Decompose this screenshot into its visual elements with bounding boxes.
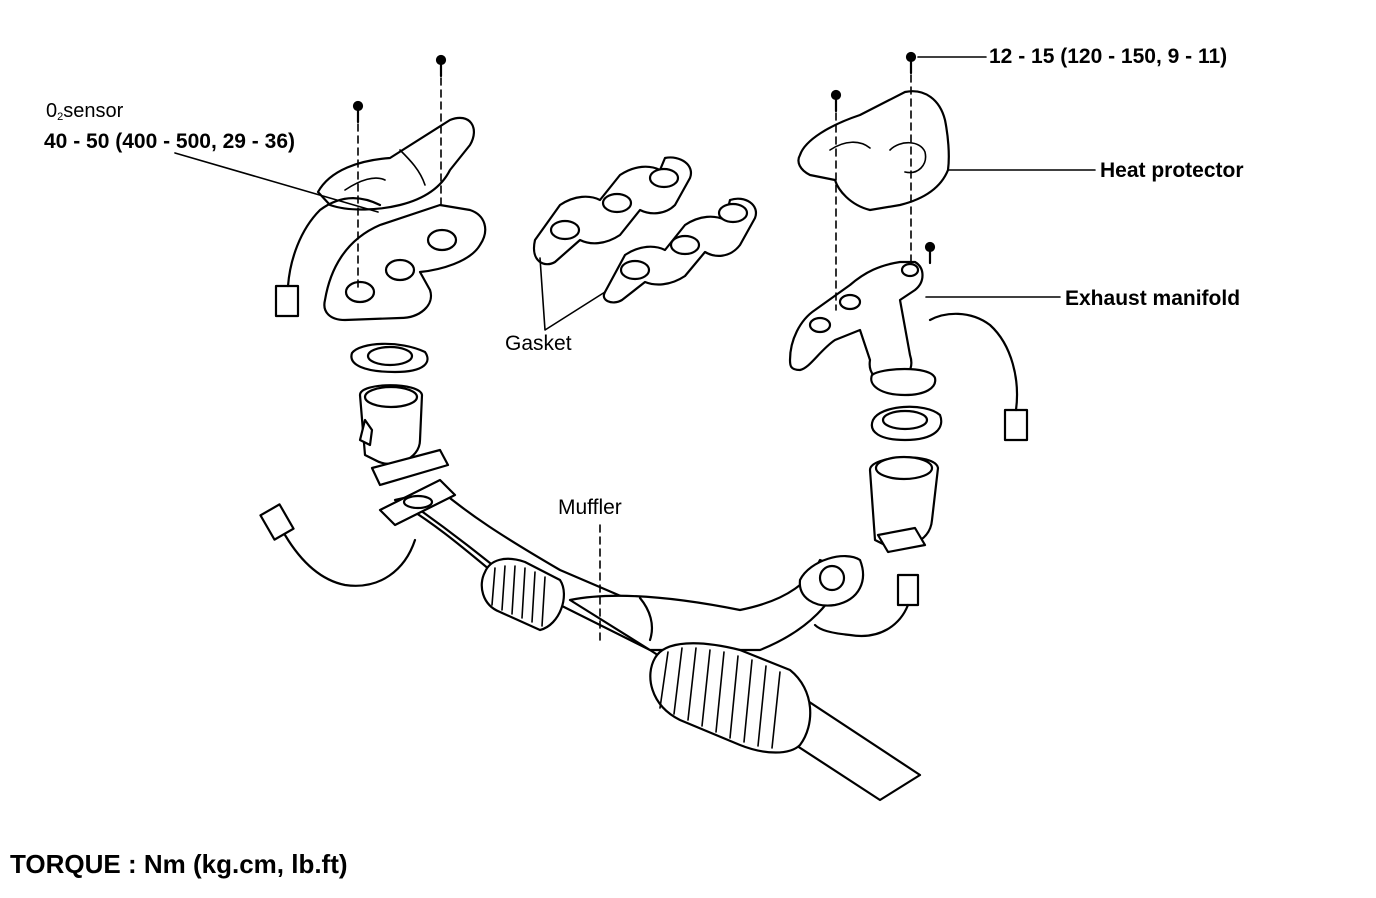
torque-units-label: TORQUE : Nm (kg.cm, lb.ft) — [10, 849, 348, 879]
gasket-label: Gasket — [505, 332, 572, 355]
o2-sensor-label: 02sensor — [46, 100, 124, 123]
heat-protector — [797, 90, 950, 212]
gasket-leader-lines — [539, 257, 606, 331]
lower-left-o2-sensor — [259, 503, 417, 587]
left-catalytic-converter — [350, 342, 450, 487]
heat-protector-label: Heat protector — [1100, 159, 1244, 182]
gasket-lower — [602, 197, 758, 304]
gasket-upper — [532, 156, 693, 266]
bolt-upper-right-1 — [905, 51, 917, 75]
o2-sensor-torque-label: 40 - 50 (400 - 500, 29 - 36) — [44, 130, 295, 153]
right-exhaust-manifold — [788, 260, 1029, 442]
left-exhaust-manifold — [274, 116, 487, 322]
bolt-upper-left-1 — [435, 54, 447, 78]
bolt-torque-label: 12 - 15 (120 - 150, 9 - 11) — [989, 45, 1228, 68]
bolt-upper-right-2 — [830, 89, 842, 113]
lower-right-o2-sensor — [813, 573, 920, 638]
exhaust-manifold-label: Exhaust manifold — [1065, 287, 1241, 310]
bolt-upper-left-2 — [352, 100, 364, 124]
muffler-label: Muffler — [558, 496, 622, 519]
bolt-manifold-right — [924, 241, 936, 265]
muffler-pipe — [378, 478, 922, 802]
leader-lines — [174, 56, 1096, 298]
right-catalytic-converter — [868, 405, 943, 554]
assembly-lines — [357, 74, 912, 311]
